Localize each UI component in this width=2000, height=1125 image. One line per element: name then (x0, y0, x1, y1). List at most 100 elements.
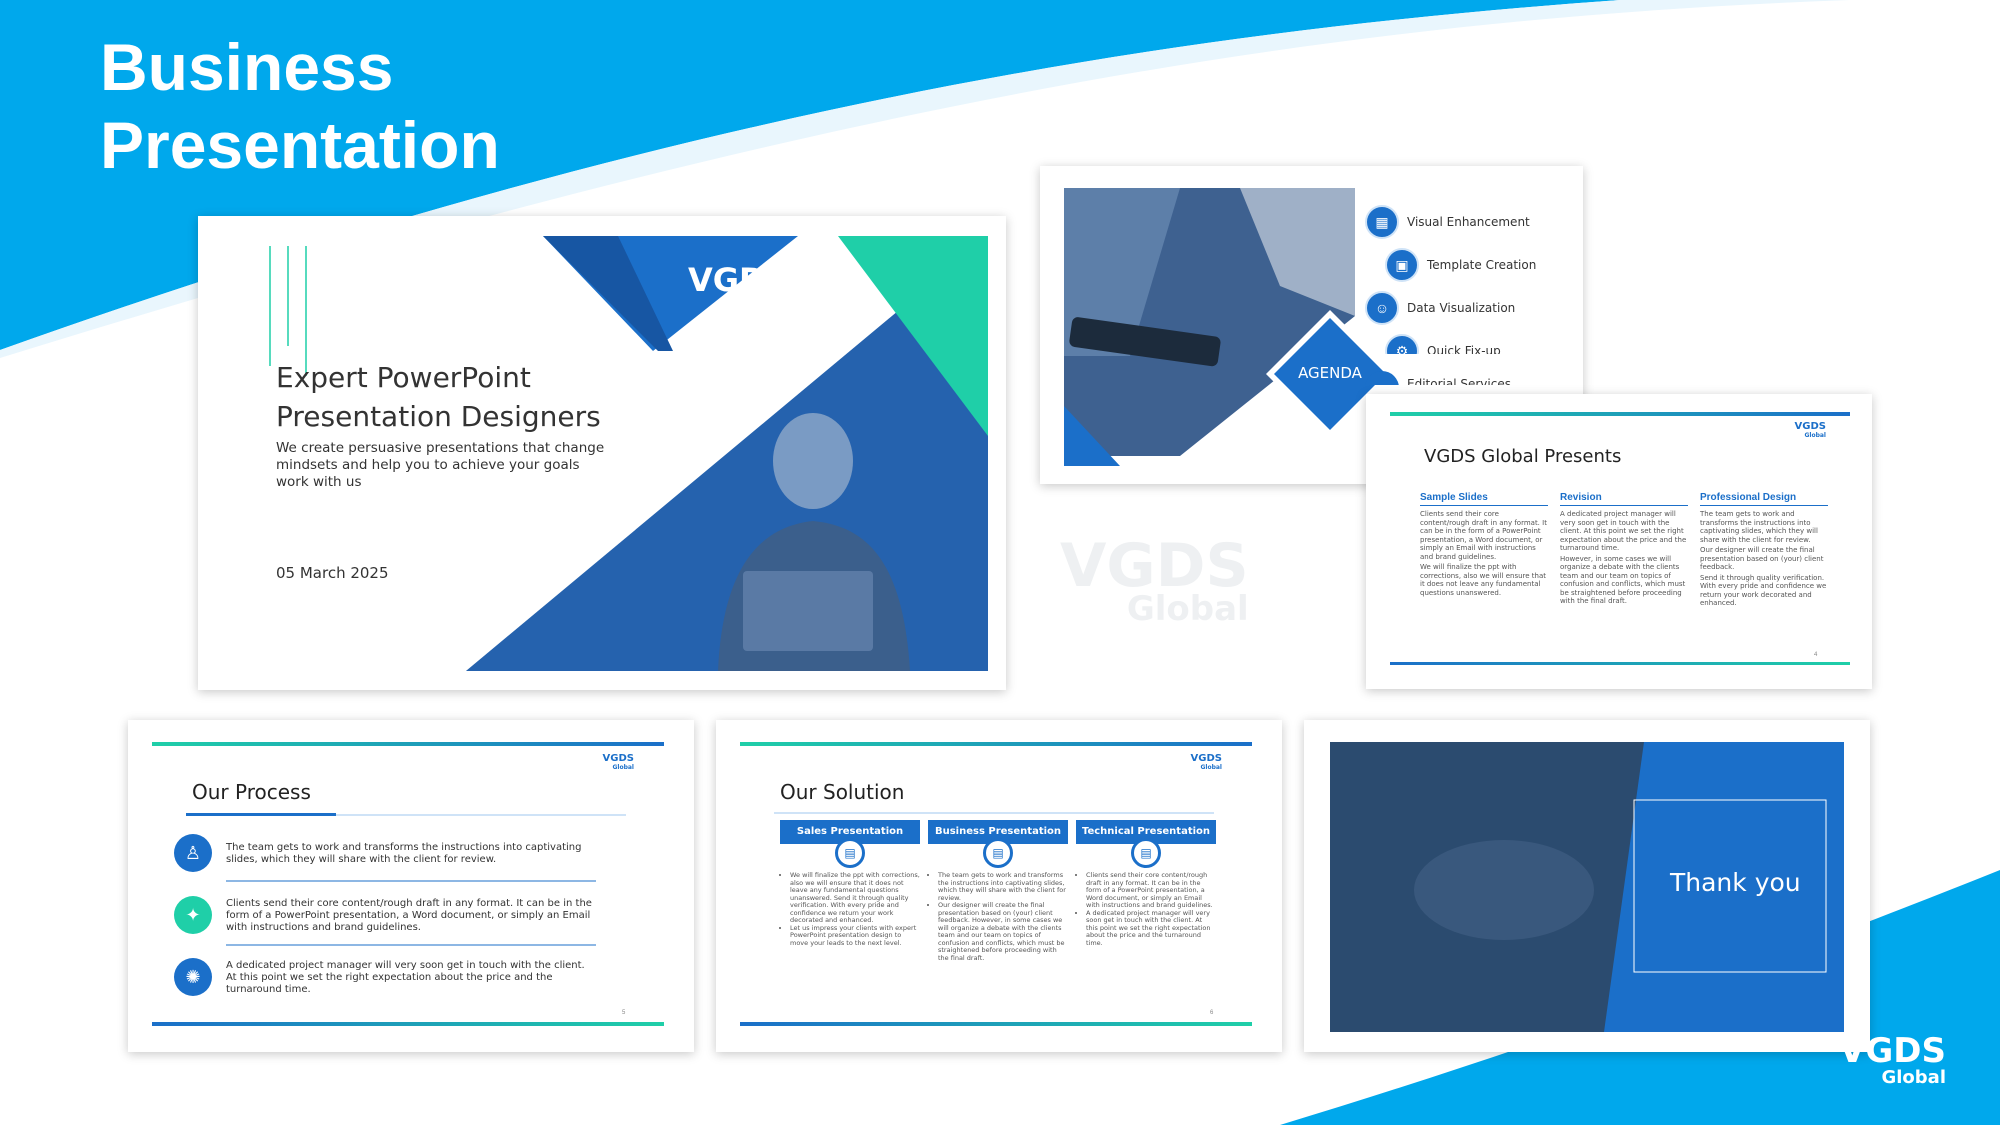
process-logo-line2: Global (612, 764, 634, 771)
thanks-photo-area (1330, 742, 1844, 1032)
presents-col-text: However, in some cases we will organize … (1560, 554, 1686, 606)
presents-logo-line2: Global (1804, 432, 1826, 439)
solution-bullet: Clients send their core content/rough dr… (1086, 871, 1216, 910)
process-step-text: A dedicated project manager will very so… (226, 960, 585, 995)
agenda-badge: AGENDA (1298, 364, 1362, 382)
page-title: Business Presentation (100, 28, 500, 184)
thanks-text: Thank you (1670, 868, 1801, 897)
agenda-photo-area (1064, 188, 1394, 466)
solution-logo: VGDS Global (1186, 753, 1222, 772)
agenda-item-label: Quick Fix-up (1427, 344, 1501, 354)
process-step: ✺ A dedicated project manager will very … (164, 954, 594, 1002)
process-top-bar (152, 742, 664, 746)
presents-logo-line1: VGDS (1794, 421, 1826, 432)
cover-logo: VGDS Global (688, 261, 789, 314)
process-step-text: The team gets to work and transforms the… (226, 842, 582, 865)
presents-col-text: Our designer will create the final prese… (1700, 546, 1824, 571)
solution-bottom-bar (740, 1022, 1252, 1026)
brand-logo-line2: Global (1881, 1067, 1946, 1088)
agenda-item-label: Editorial Services (1407, 377, 1511, 385)
process-logo: VGDS Global (598, 753, 634, 772)
presents-col-heading: Revision (1560, 492, 1602, 503)
presents-col-heading: Sample Slides (1420, 492, 1488, 503)
agenda-item: ▦ Visual Enhancement (1365, 204, 1530, 240)
solution-col: Business Presentation ▤ The team gets to… (928, 820, 1068, 1000)
document-icon (1365, 371, 1399, 385)
slide-thanks[interactable]: Thank you (1304, 720, 1870, 1052)
presents-logo: VGDS Global (1786, 421, 1826, 440)
solution-logo-line1: VGDS (1190, 753, 1222, 764)
solution-title-underline (774, 812, 1214, 814)
page-title-line2: Presentation (100, 108, 500, 182)
solution-logo-line2: Global (1200, 764, 1222, 771)
presenter-icon: ♙ (174, 834, 212, 872)
solution-page-number: 6 (1210, 1010, 1214, 1016)
solution-bullet: Our designer will create the final prese… (938, 901, 1068, 962)
cover-photo-area (466, 236, 988, 671)
bottom-swoosh-background (1280, 870, 2000, 1125)
slide-cover[interactable]: VGDS Global Expert PowerPoint Presentati… (198, 216, 1006, 690)
solution-col-heading: Technical Presentation (1076, 820, 1216, 844)
cover-logo-line1: VGDS (688, 261, 789, 299)
agenda-list: ▦ Visual Enhancement ▣ Template Creation… (1365, 204, 1560, 354)
solution-col-heading: Sales Presentation (780, 820, 920, 844)
solution-bullet: The team gets to work and transforms the… (938, 871, 1068, 902)
solution-bullet: Let us impress your clients with expert … (790, 924, 920, 948)
agenda-item: ⚙ Quick Fix-up (1385, 333, 1501, 354)
cover-headline-line1: Expert PowerPoint (276, 361, 531, 394)
slide-agenda[interactable]: AGENDA ▦ Visual Enhancement ▣ Template C… (1040, 166, 1583, 484)
network-icon: ✺ (174, 958, 212, 996)
cover-headline-line2: Presentation Designers (276, 400, 601, 433)
presents-col-heading: Professional Design (1700, 492, 1797, 503)
process-step: ✦ Clients send their core content/rough … (164, 892, 596, 946)
agenda-item: ▣ Template Creation (1385, 247, 1536, 283)
page-title-line1: Business (100, 30, 394, 104)
presents-col: Sample Slides Clients send their core co… (1420, 492, 1548, 597)
cover-date: 05 March 2025 (276, 564, 389, 582)
decor-lines (269, 246, 307, 376)
slide-solution[interactable]: VGDS Global Our Solution Sales Presentat… (716, 720, 1282, 1052)
slide-presents[interactable]: VGDS Global VGDS Global Presents Sample … (1366, 394, 1872, 689)
solution-col: Sales Presentation ▤ We will finalize th… (780, 820, 920, 1000)
process-step-divider (226, 880, 596, 882)
presents-col-divider (1700, 505, 1828, 506)
template-icon: ▣ (1385, 248, 1419, 282)
watermark-logo-line2: Global (1126, 589, 1249, 629)
team-icon: ☺ (1365, 291, 1399, 325)
solution-bullet: We will finalize the ppt with correction… (790, 871, 920, 925)
building-icon: ▦ (1365, 205, 1399, 239)
brand-logo-line1: VGDS (1839, 1031, 1946, 1071)
watermark-logo-line1: VGDS (1060, 531, 1249, 601)
brand-logo: VGDS Global (1826, 1034, 1946, 1088)
presents-col-text: The team gets to work and transforms the… (1700, 510, 1818, 544)
presents-page-number: 4 (1814, 652, 1818, 658)
slide-process[interactable]: VGDS Global Our Process ♙ The team gets … (128, 720, 694, 1052)
presents-top-bar (1390, 412, 1850, 416)
presents-col-text: We will finalize the ppt with correction… (1420, 563, 1546, 597)
presents-col: Revision A dedicated project manager wil… (1560, 492, 1688, 606)
presents-col-text: Clients send their core content/rough dr… (1420, 510, 1547, 561)
agenda-item: ☺ Data Visualization (1365, 290, 1515, 326)
process-logo-line1: VGDS (602, 753, 634, 764)
agenda-item-label: Data Visualization (1407, 301, 1516, 315)
presents-title: VGDS Global Presents (1424, 446, 1622, 467)
top-swoosh-background (0, 0, 1850, 358)
watermark-logo: VGDS Global (1060, 531, 1249, 629)
process-step-text: Clients send their core content/rough dr… (226, 898, 592, 933)
process-step: ♙ The team gets to work and transforms t… (164, 830, 596, 882)
solution-col-heading: Business Presentation (928, 820, 1068, 844)
presents-col-text: Send it through quality verification. Wi… (1700, 573, 1827, 608)
presents-col-divider (1560, 505, 1688, 506)
cover-headline: Expert PowerPoint Presentation Designers (276, 358, 601, 436)
process-page-number: 5 (622, 1010, 626, 1016)
solution-col: Technical Presentation ▤ Clients send th… (1076, 820, 1216, 1000)
solution-title: Our Solution (780, 780, 905, 804)
presents-col: Professional Design The team gets to wor… (1700, 492, 1828, 608)
cover-subtitle: We create persuasive presentations that … (276, 440, 605, 490)
process-title-accent (186, 813, 336, 816)
solution-top-bar (740, 742, 1252, 746)
agenda-item-label: Template Creation (1427, 258, 1537, 272)
lightbulb-icon: ✦ (174, 896, 212, 934)
process-step-divider (226, 944, 596, 946)
presents-col-text: A dedicated project manager will very so… (1560, 510, 1687, 552)
